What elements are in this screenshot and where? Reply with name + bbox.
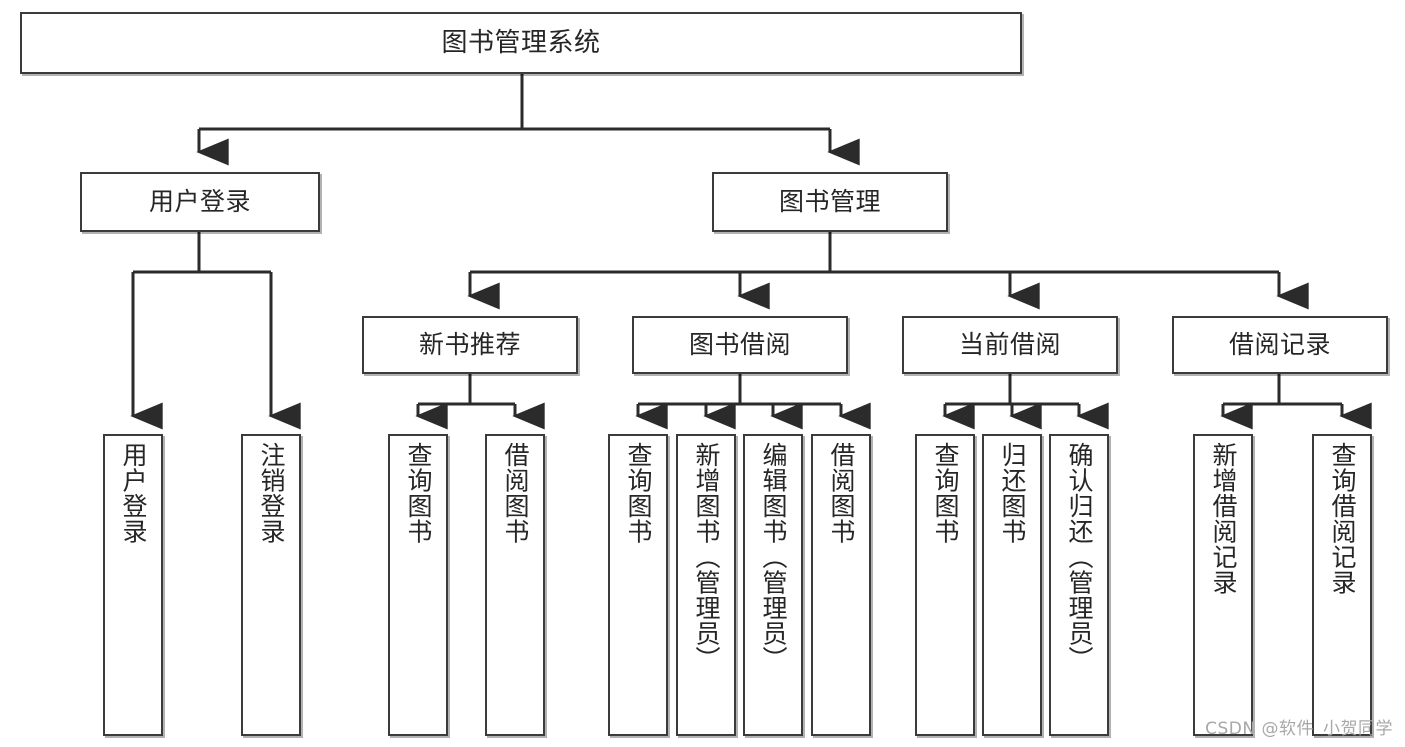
leaf-query-book-2-label: 查询图书 (624, 442, 653, 544)
leaf-borrow-book-2-label: 借阅图书 (827, 442, 856, 544)
leaf-add-book-label: 新增图书（管理员） (692, 442, 721, 672)
node-new-book-rec[interactable]: 新书推荐 (362, 316, 578, 374)
leaf-query-record[interactable]: 查询借阅记录 (1312, 434, 1372, 736)
leaf-edit-book-label: 编辑图书（管理员） (759, 442, 788, 672)
node-user-login[interactable]: 用户登录 (80, 172, 320, 232)
leaf-borrow-book-2[interactable]: 借阅图书 (811, 434, 871, 736)
node-borrow-record[interactable]: 借阅记录 (1172, 316, 1388, 374)
leaf-query-book-2[interactable]: 查询图书 (608, 434, 668, 736)
leaf-user-login[interactable]: 用户登录 (103, 434, 163, 736)
leaf-add-record[interactable]: 新增借阅记录 (1193, 434, 1253, 736)
node-borrow-record-label: 借阅记录 (1228, 330, 1331, 360)
leaf-query-book-1[interactable]: 查询图书 (388, 434, 448, 736)
leaf-return-book-label: 归还图书 (998, 442, 1027, 544)
leaf-confirm-return[interactable]: 确认归还（管理员） (1049, 434, 1109, 736)
leaf-query-book-3-label: 查询图书 (931, 442, 960, 544)
leaf-query-book-1-label: 查询图书 (404, 442, 433, 544)
node-current-borrow-label: 当前借阅 (958, 330, 1061, 360)
leaf-logout[interactable]: 注销登录 (241, 434, 301, 736)
node-root-label: 图书管理系统 (441, 27, 601, 58)
leaf-borrow-book-1[interactable]: 借阅图书 (485, 434, 545, 736)
leaf-logout-label: 注销登录 (257, 442, 286, 544)
leaf-return-book[interactable]: 归还图书 (982, 434, 1042, 736)
leaf-confirm-return-label: 确认归还（管理员） (1065, 442, 1094, 672)
leaf-user-login-label: 用户登录 (119, 442, 148, 544)
leaf-add-record-label: 新增借阅记录 (1209, 442, 1238, 595)
leaf-add-book[interactable]: 新增图书（管理员） (676, 434, 736, 736)
node-new-book-rec-label: 新书推荐 (418, 330, 521, 360)
leaf-borrow-book-1-label: 借阅图书 (501, 442, 530, 544)
node-book-manage-label: 图书管理 (778, 187, 881, 217)
leaf-query-book-3[interactable]: 查询图书 (915, 434, 975, 736)
node-root[interactable]: 图书管理系统 (20, 12, 1022, 74)
node-book-borrow[interactable]: 图书借阅 (632, 316, 848, 374)
node-user-login-label: 用户登录 (148, 187, 251, 217)
node-book-manage[interactable]: 图书管理 (712, 172, 948, 232)
node-book-borrow-label: 图书借阅 (688, 330, 791, 360)
leaf-query-record-label: 查询借阅记录 (1328, 442, 1357, 595)
node-current-borrow[interactable]: 当前借阅 (902, 316, 1118, 374)
leaf-edit-book[interactable]: 编辑图书（管理员） (743, 434, 803, 736)
csdn-watermark: CSDN @软件_小贺同学 (1205, 719, 1393, 739)
